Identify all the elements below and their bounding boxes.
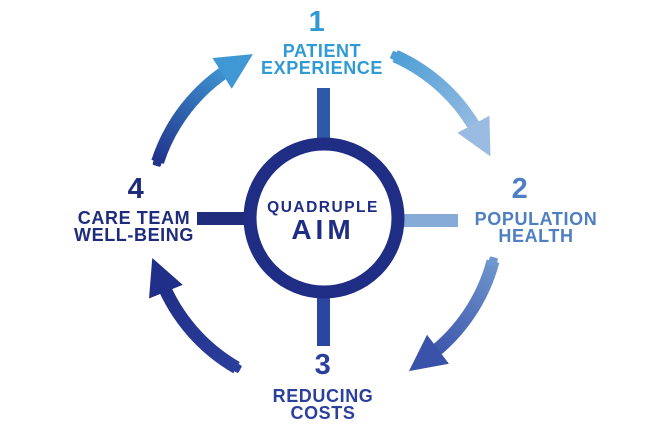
quadrant-3-label-line2: COSTS bbox=[290, 403, 356, 423]
quadrant-3-number: 3 bbox=[314, 349, 332, 381]
quadrant-2-label-line2: HEALTH bbox=[498, 226, 574, 246]
spoke-top bbox=[317, 88, 330, 143]
arc-arrow-2-to-3 bbox=[408, 256, 500, 372]
center-ring bbox=[243, 137, 405, 299]
spoke-bottom bbox=[317, 293, 330, 346]
center-title-line2: AIM bbox=[291, 214, 355, 245]
arc-arrow-1-to-2 bbox=[390, 50, 491, 157]
quadrant-4-label-line1: CARE TEAM bbox=[77, 208, 191, 228]
quadrant-2-label: POPULATION HEALTH bbox=[474, 209, 598, 246]
quadrant-1-label: PATIENT EXPERIENCE bbox=[260, 41, 384, 78]
quadrant-4-label: CARE TEAM WELL-BEING bbox=[74, 208, 194, 245]
quadrant-1-label-line2: EXPERIENCE bbox=[260, 58, 384, 78]
center-title-line1: QUADRUPLE bbox=[267, 199, 379, 216]
quadrant-3-label: REDUCING COSTS bbox=[272, 386, 374, 423]
spoke-right bbox=[403, 214, 458, 227]
spoke-left bbox=[197, 212, 249, 225]
quadrant-4-label-line2: WELL-BEING bbox=[74, 225, 194, 245]
center-title: QUADRUPLE AIM bbox=[267, 199, 379, 245]
quadrant-1-label-line1: PATIENT bbox=[282, 41, 362, 61]
arc-arrow-4-to-1 bbox=[151, 54, 253, 167]
quadrant-4-number: 4 bbox=[127, 173, 145, 205]
quadrant-1-number: 1 bbox=[308, 6, 326, 38]
quadrant-2-label-line1: POPULATION bbox=[474, 209, 598, 229]
arc-arrow-3-to-4 bbox=[149, 257, 242, 374]
quadrant-2-number: 2 bbox=[511, 173, 529, 205]
quadrant-3-label-line1: REDUCING bbox=[272, 386, 374, 406]
